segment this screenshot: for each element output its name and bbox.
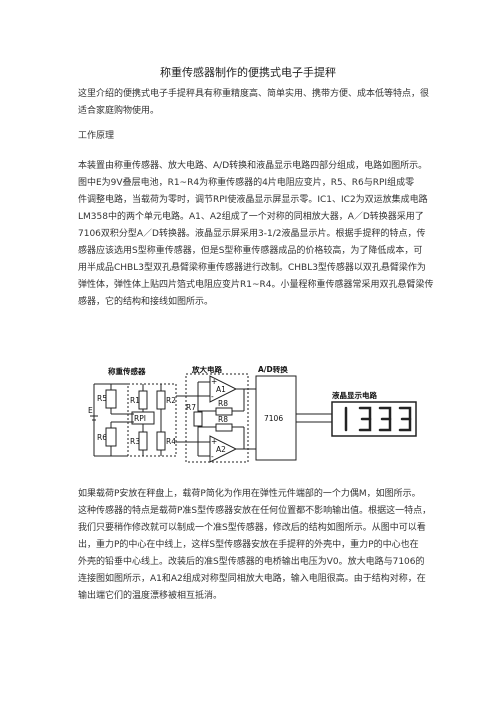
text-line: 件调整电路，当载荷为零时，调节RPI使液晶显示屏显示零。IC1、IC2为双运放集… [78, 195, 428, 205]
label-a1: A1 [216, 385, 226, 394]
text-line: 用半成品CHBL3型双孔悬臂梁称重传感器进行改制。CHBL3型传感器以双孔悬臂梁… [78, 263, 426, 273]
a1-plus: + [211, 377, 217, 386]
text-line: 这里介绍的便携式电子手提秤具有称重精度高、简单实用、携带方便、成本低等特点，很 [78, 89, 430, 99]
a2-plus: + [211, 437, 217, 446]
text-line: 输出端它们的温度漂移被相互抵消。 [78, 591, 223, 601]
text-line: 这种传感器的特点是载荷P准S型传感器安放在任何位置都不影响输出值。根据这一特点， [78, 506, 432, 516]
page-title: 称重传感器制作的便携式电子手提秤 [160, 66, 336, 79]
text-line: 感器，它的结构和接线如图所示。 [78, 297, 214, 307]
text-line: 我们只要稍作修改就可以制成一个准S型传感器，修改后的结构如图所示。从图中可以看 [78, 523, 426, 533]
label-rpi: RPI [134, 414, 146, 423]
section-heading: 工作原理 [78, 131, 115, 141]
label-r3: R3 [130, 437, 140, 446]
principle-paragraph: 本装置由称重传感器、放大电路、A/D转换和液晶显示电路四部分组成，电路如图所示。… [78, 158, 434, 311]
chip-label: 7106 [264, 414, 283, 423]
text-line: 本装置由称重传感器、放大电路、A/D转换和液晶显示电路四部分组成，电路如图所示。 [78, 161, 428, 171]
text-line: 适合家庭购物使用。 [78, 106, 160, 116]
label-r8-top: R8 [218, 399, 228, 408]
label-r2: R2 [166, 396, 176, 405]
text-line: 弹性体，弹性体上贴四片箔式电阻应变片R1~R4。小量程称重传感器常采用双孔悬臂梁… [78, 280, 434, 290]
a1-minus: - [211, 392, 214, 401]
label-r6: R6 [97, 433, 107, 442]
label-battery: E [88, 406, 93, 415]
text-line: LM358中的两个单元电路。A1、A2组成了一个对称的同相放大器，A／D转换器采… [78, 212, 424, 222]
text-line: 外壳的铅垂中心线上。改装后的准S型传感器的电桥输出电压为V0。放大电路与7106… [78, 557, 425, 567]
label-r8-bottom: R8 [218, 415, 228, 424]
text-line: 连接图如图所示，A1和A2组成对称型同相放大电路，输入电阻很高。由于结构对称，在 [78, 574, 426, 584]
label-r7: R7 [186, 403, 196, 412]
label-r1: R1 [130, 396, 140, 405]
label-sensor: 称重传感器 [108, 366, 146, 376]
label-adc: A/D转换 [258, 366, 288, 374]
text-line: 出，重力P的中心在中线上，这样S型传感器安放在手提秤的外壳中，重力P的中心也在 [78, 540, 419, 550]
text-line: 如果载荷P安放在秤盘上，载荷P简化为作用在弹性元件端部的一个力偶M，如图所示。 [78, 489, 421, 499]
text-line: 7106双积分型A／D转换器。液晶显示屏采用3-1/2液晶显示片。根据手提秤的特… [78, 229, 426, 239]
label-amplifier: 放大电路 [191, 366, 222, 374]
label-lcd: 液晶显示电路 [332, 390, 377, 400]
label-r4: R4 [166, 437, 176, 446]
circuit-diagram: 称重传感器 放大电路 A/D转换 液晶显示电路 E 7106 R5 R6 R1 … [88, 366, 417, 463]
text-line: 图中E为9V叠层电池，R1~R4为称重传感器的4片电阻应变片，R5、R6与RPI… [78, 178, 415, 188]
label-r5: R5 [97, 394, 107, 403]
intro-paragraph: 这里介绍的便携式电子手提秤具有称重精度高、简单实用、携带方便、成本低等特点，很 … [78, 86, 430, 120]
text-line: 感器应该选用S型称重传感器，但是S型称重传感器成品的价格较高，为了降低成本，可 [78, 246, 423, 256]
label-a2: A2 [216, 445, 226, 454]
after-paragraph: 如果载荷P安放在秤盘上，载荷P简化为作用在弹性元件端部的一个力偶M，如图所示。 … [78, 486, 432, 605]
a2-minus: - [211, 452, 214, 461]
